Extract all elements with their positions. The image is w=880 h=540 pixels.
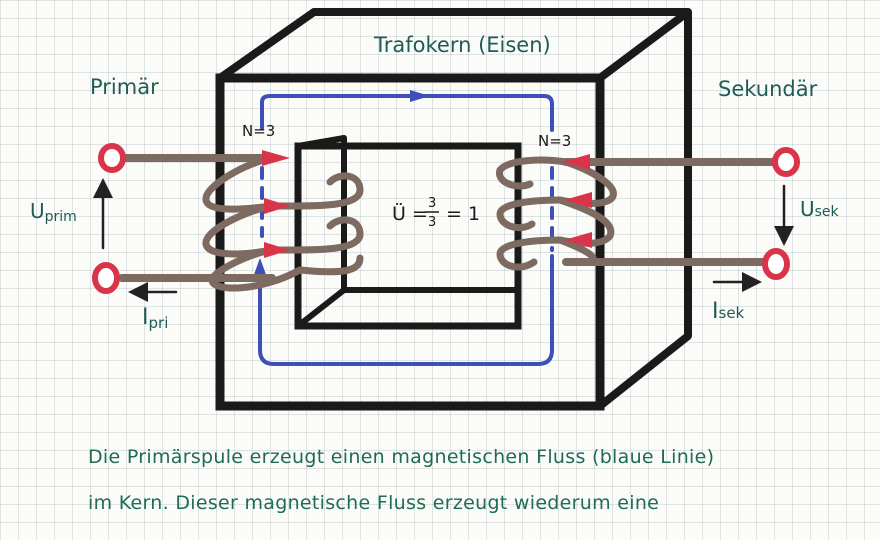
core-window-edge [296, 287, 346, 329]
secondary-coil [496, 156, 617, 271]
i-sek-label: Isek [712, 299, 745, 324]
n-primary-label: N=3 [242, 122, 275, 140]
primary-terminal-bottom [92, 262, 120, 294]
n-secondary-label: N=3 [538, 132, 571, 150]
secondary-terminal-top [772, 147, 800, 177]
flux-bottom [258, 254, 554, 366]
core-window [294, 142, 522, 330]
primary-coil [202, 154, 364, 292]
primary-terminal-marks [262, 150, 290, 258]
core-window-depth [297, 135, 518, 293]
ratio-numerator: 3 [428, 196, 436, 211]
core-right-face [597, 12, 692, 410]
wires [118, 154, 780, 282]
ratio-denominator: 3 [428, 215, 436, 230]
i-pri-label: Ipri [142, 305, 168, 332]
quantity-arrows [93, 178, 794, 302]
magnetic-flux-path [258, 94, 554, 366]
u-sek-label: Usek [800, 197, 840, 221]
secondary-label: Sekundär [718, 77, 818, 101]
ratio-rhs: = 1 [446, 203, 480, 225]
note-line-2: im Kern. Dieser magnetische Fluss erzeug… [88, 492, 660, 514]
primary-terminal-top [98, 143, 126, 173]
flux-top [260, 94, 554, 132]
core-label: Trafokern (Eisen) [373, 33, 551, 57]
core-top-face [217, 8, 692, 82]
u-prim-label: Uprim [30, 199, 77, 225]
note-line-1: Die Primärspule erzeugt einen magnetisch… [88, 446, 715, 468]
terminals [92, 143, 800, 294]
primary-label: Primär [90, 75, 159, 99]
secondary-terminal-bottom [762, 248, 790, 280]
flux-arrow-top-icon [410, 90, 430, 102]
ratio-lhs: Ü = [392, 202, 428, 225]
secondary-terminal-marks [562, 154, 592, 248]
